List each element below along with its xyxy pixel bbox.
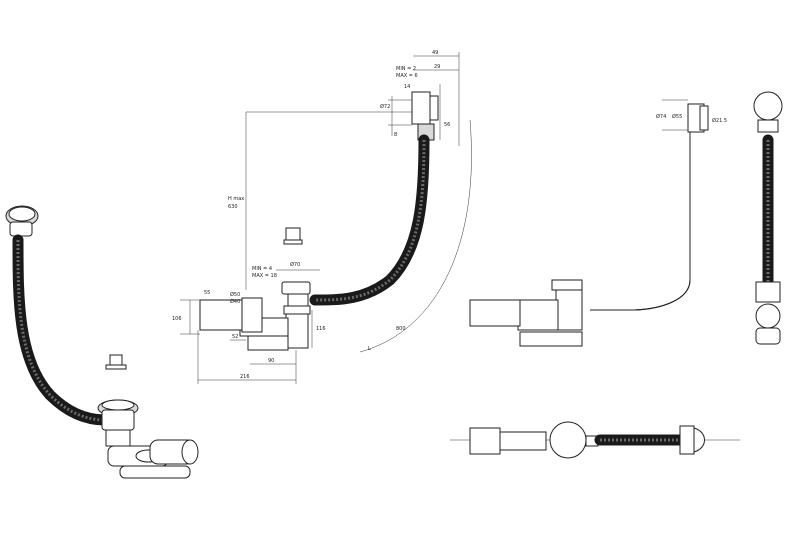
dim-d70: Ø70: [290, 261, 300, 268]
dim-55: 55: [204, 290, 210, 296]
dim-d21-5: Ø21.5: [712, 117, 727, 124]
dim-800: 800: [396, 326, 406, 332]
dim-min-4: MIN = 4: [252, 266, 272, 272]
dim-90: 90: [268, 358, 274, 364]
dim-d72: Ø72: [380, 103, 390, 110]
front-view: [753, 91, 783, 345]
rigid-side-view: Ø74 Ø55 Ø21.5: [469, 99, 727, 347]
rigid-waste: [551, 279, 583, 291]
dim-d55: Ø55: [672, 113, 682, 120]
dim-hmax: H max: [228, 196, 244, 202]
side-hose: [309, 134, 430, 306]
rigid-outlet: [469, 299, 521, 327]
dim-d40: Ø40: [230, 298, 240, 305]
dim-106: 106: [172, 316, 182, 322]
plan-outlet: [469, 427, 501, 455]
plan-overflow: [679, 425, 695, 455]
plan-view: [450, 421, 740, 459]
overflow-hose: [12, 234, 111, 426]
dim-216: 216: [240, 374, 250, 380]
dim-max-6: MAX = 6: [396, 73, 418, 79]
dim-52: 52: [232, 334, 238, 340]
perspective-view: [5, 205, 199, 479]
dim-d74: Ø74: [656, 113, 666, 120]
dim-max-18: MAX = 18: [252, 273, 277, 279]
dim-630: 630: [228, 204, 238, 210]
dim-14: 14: [404, 84, 410, 90]
dim-min-2: MIN = 2: [396, 66, 416, 72]
dim-l: L: [368, 346, 371, 352]
overflow-head: [411, 91, 431, 125]
dim-56: 56: [444, 122, 450, 128]
dim-d50: Ø50: [230, 291, 240, 298]
dim-29: 29: [434, 64, 440, 70]
front-overflow-cap: [753, 91, 783, 121]
plug-key: [109, 354, 123, 366]
dim-116: 116: [316, 326, 326, 332]
side-waste: [281, 281, 311, 295]
side-view: 49 29 MIN = 2 MAX = 6 14 Ø72 8 56 H max …: [172, 50, 472, 384]
dim-8: 8: [394, 132, 397, 138]
dim-49: 49: [432, 50, 438, 56]
plan-waste: [549, 421, 587, 459]
